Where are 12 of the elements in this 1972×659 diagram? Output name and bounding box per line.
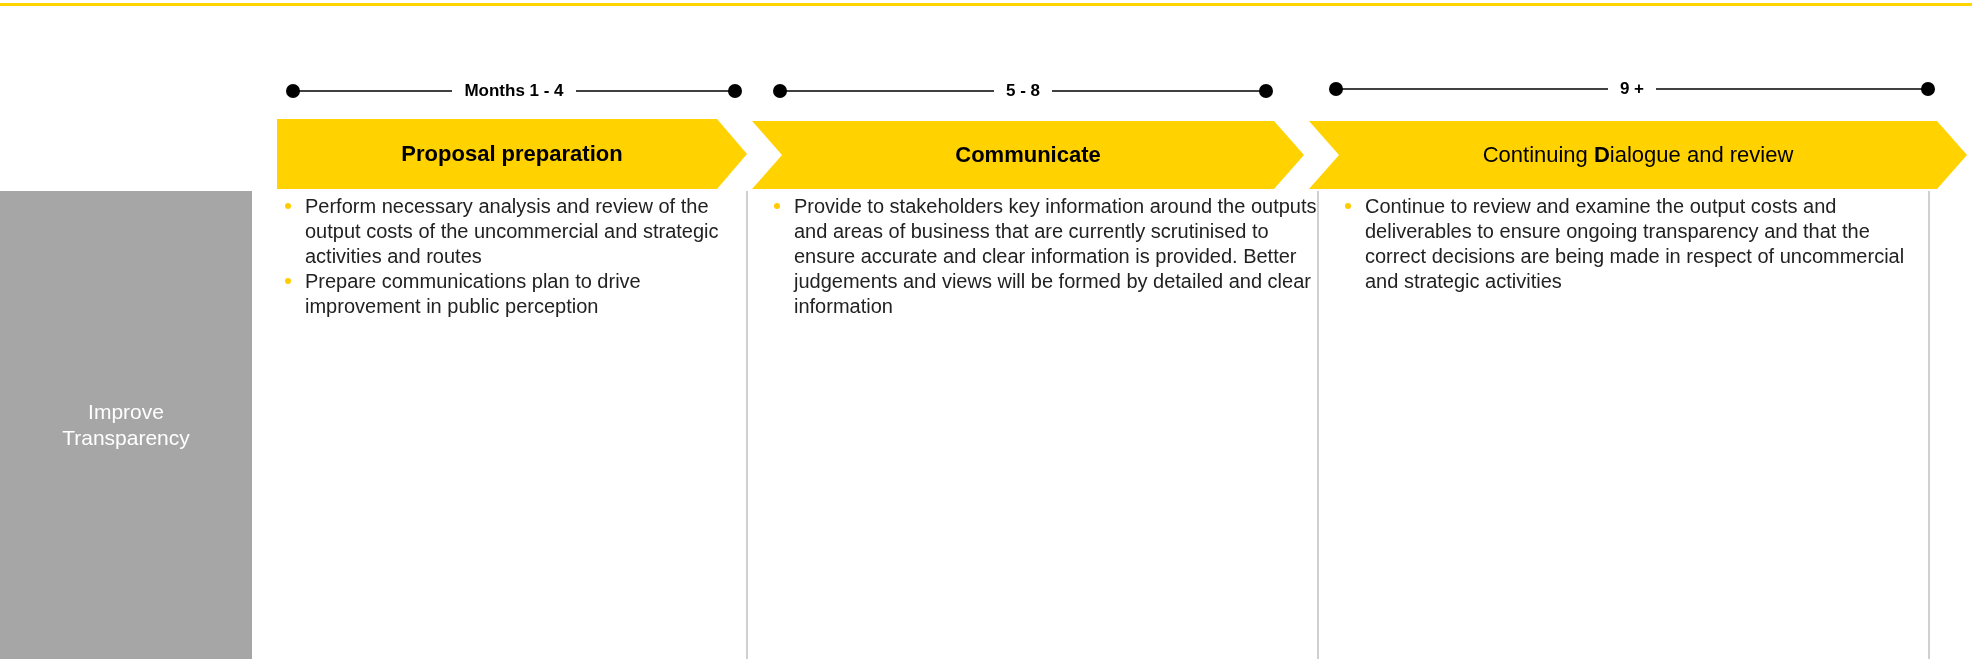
bullet-text: Provide to stakeholders key information around the outputs and areas of business that are currently scrutinised to ensure accurate and clear information is provided. Better judgements and views will be formed by detailed and clear information — [794, 195, 1317, 317]
row-header-box — [0, 191, 252, 659]
phase-banner — [1309, 121, 1967, 189]
phase-heading: Proposal preparation — [401, 141, 623, 167]
phase-banner — [277, 119, 747, 189]
bullet-text: Perform necessary analysis and review of the output costs of the uncommercial and strategic activities and routes — [305, 195, 719, 267]
bullet-text: Prepare communications plan to drive improvement in public perception — [305, 270, 641, 317]
row-header-text: Improve Transparency — [61, 399, 191, 451]
phase-banner — [752, 121, 1304, 189]
phase-heading: Continuing Dialogue and review — [1482, 142, 1794, 168]
phase-heading: Communicate — [955, 142, 1101, 168]
bullet-text: Continue to review and examine the output costs and deliverables to ensure ongoing transparency and that the correct decisions are being made in respect of uncommercial and strategic activities — [1365, 195, 1905, 292]
